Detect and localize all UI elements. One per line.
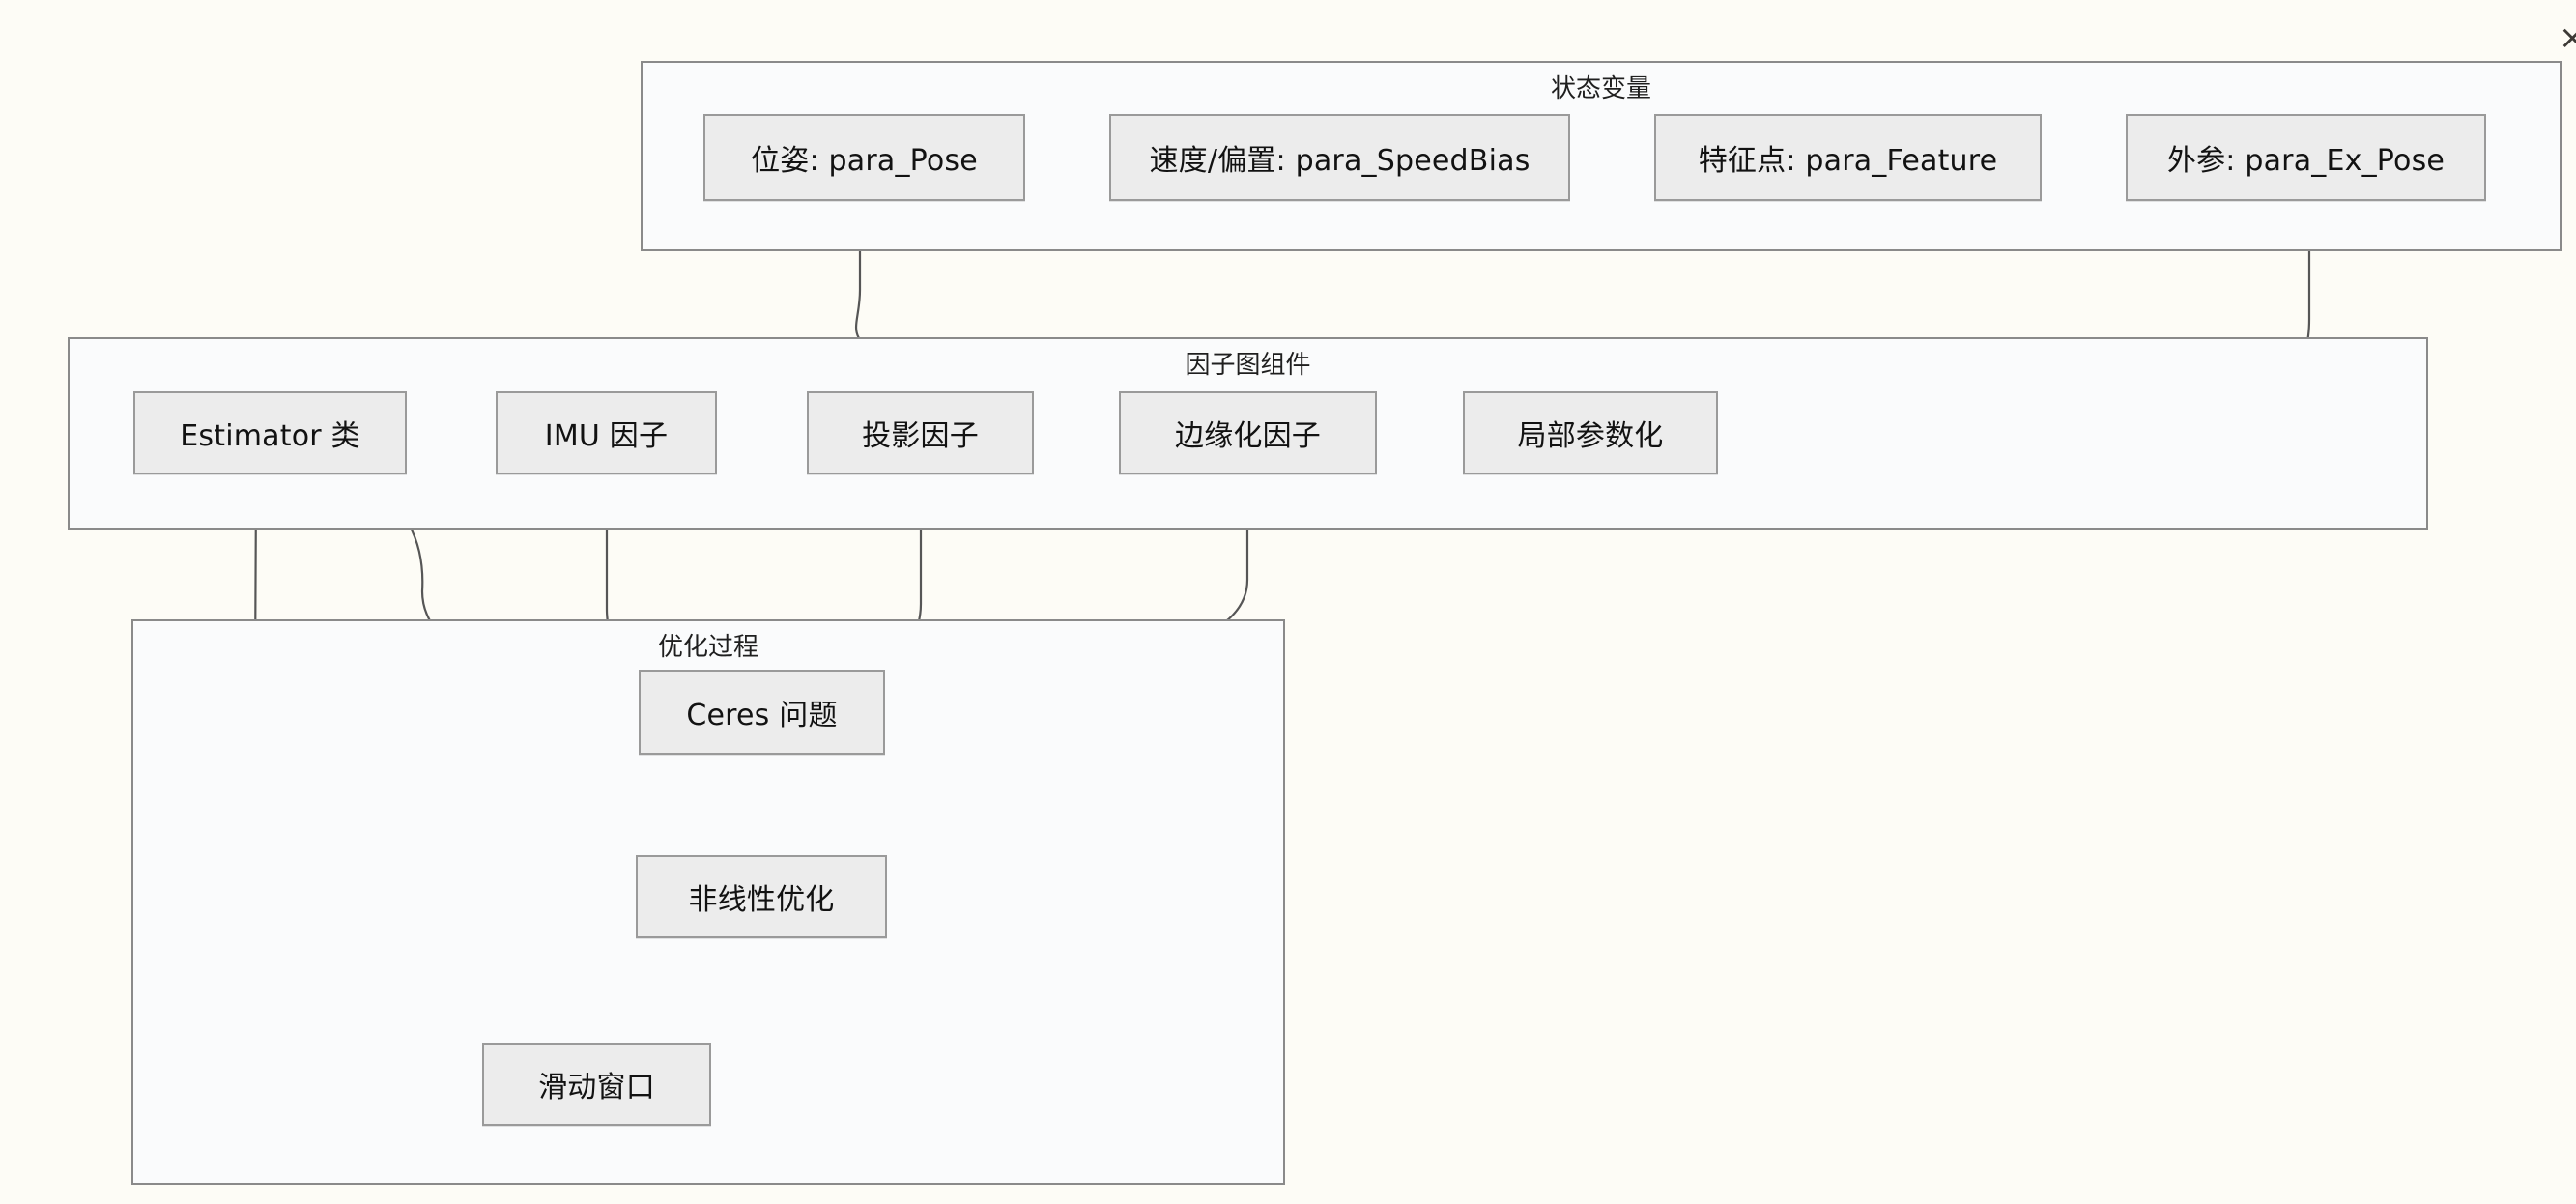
node-estimator[interactable]: Estimator 类: [133, 391, 407, 474]
node-para-speedbias[interactable]: 速度/偏置: para_SpeedBias: [1109, 114, 1570, 201]
close-icon[interactable]: ×: [2559, 18, 2576, 57]
cluster-label-state-variables: 状态变量: [1550, 74, 1651, 103]
node-proj-factor[interactable]: 投影因子: [807, 391, 1034, 474]
node-nonlinear-opt[interactable]: 非线性优化: [636, 855, 887, 938]
node-ceres-problem[interactable]: Ceres 问题: [639, 670, 885, 755]
cluster-label-optimization-process: 优化过程: [657, 633, 758, 662]
node-imu-factor[interactable]: IMU 因子: [496, 391, 717, 474]
cluster-label-factor-graph-components: 因子图组件: [1185, 351, 1311, 380]
node-para-feature[interactable]: 特征点: para_Feature: [1654, 114, 2042, 201]
node-sliding-window[interactable]: 滑动窗口: [482, 1043, 711, 1126]
node-para-ex-pose[interactable]: 外参: para_Ex_Pose: [2126, 114, 2486, 201]
node-marg-factor[interactable]: 边缘化因子: [1119, 391, 1377, 474]
node-local-param[interactable]: 局部参数化: [1463, 391, 1718, 474]
node-para-pose[interactable]: 位姿: para_Pose: [703, 114, 1025, 201]
